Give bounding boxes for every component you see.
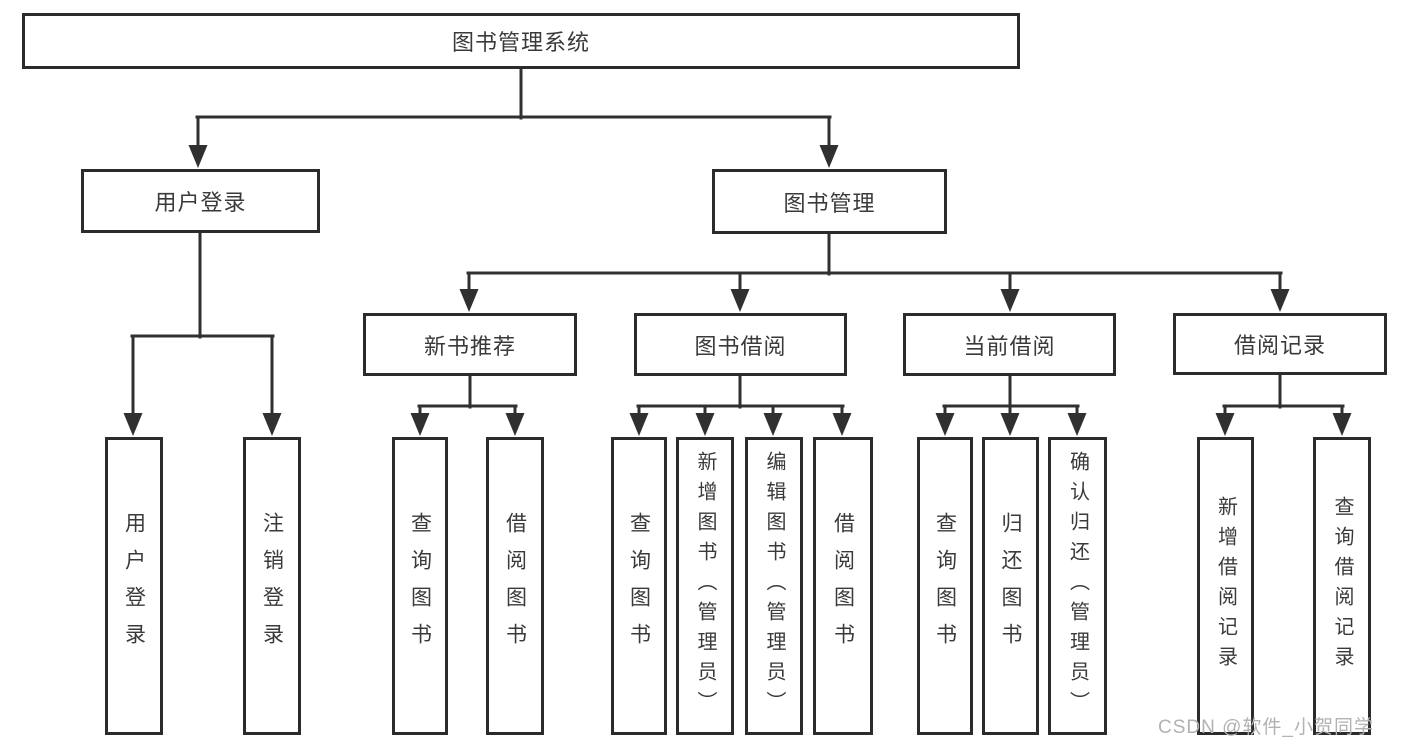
edge-arrowhead <box>459 289 479 312</box>
node-leaf-add-record: 新增借阅记录 <box>1197 437 1254 735</box>
node-current-borrow: 当前借阅 <box>903 313 1116 376</box>
node-new-book-rec: 新书推荐 <box>363 313 577 376</box>
edge-arrowhead <box>695 413 715 436</box>
node-label: 当前借阅 <box>963 333 1056 359</box>
node-label: 查询图书 <box>627 512 651 660</box>
node-label: 借阅图书 <box>831 512 855 660</box>
node-label: 用户登录 <box>122 512 146 660</box>
edge-arrowhead <box>730 289 750 312</box>
node-label: 查询图书 <box>933 512 957 660</box>
node-label: 借阅记录 <box>1233 333 1326 358</box>
edge-arrowhead <box>410 413 430 436</box>
node-leaf-borrow-book: 借阅图书 <box>813 437 873 735</box>
node-label: 注销登录 <box>260 512 284 660</box>
node-leaf-query-book-borrow: 查询图书 <box>611 437 667 735</box>
edge-arrowhead <box>1332 413 1352 436</box>
node-label: 编辑图书（管理员） <box>763 451 785 721</box>
node-book-borrow: 图书借阅 <box>634 313 847 376</box>
node-label: 借阅图书 <box>503 512 527 660</box>
edge-arrowhead <box>763 413 783 436</box>
node-leaf-add-book: 新增图书（管理员） <box>676 437 734 735</box>
node-label: 用户登录 <box>154 190 247 215</box>
node-leaf-query-book-rec: 查询图书 <box>392 437 448 735</box>
node-leaf-user-login: 用户登录 <box>105 437 163 735</box>
node-root: 图书管理系统 <box>22 13 1020 69</box>
node-label: 查询图书 <box>408 512 432 660</box>
node-leaf-query-record: 查询借阅记录 <box>1313 437 1371 735</box>
node-label: 查询借阅记录 <box>1331 496 1353 676</box>
edge-arrowhead <box>832 413 852 436</box>
node-label: 图书借阅 <box>694 333 787 359</box>
node-leaf-query-book-current: 查询图书 <box>917 437 973 735</box>
node-borrow-record: 借阅记录 <box>1173 313 1387 375</box>
edge-arrowhead <box>1067 413 1087 436</box>
edge-arrowhead <box>1000 413 1020 436</box>
node-label: 图书管理系统 <box>451 30 590 55</box>
node-label: 确认归还（管理员） <box>1066 451 1089 721</box>
edge-arrowhead <box>1000 289 1020 312</box>
node-leaf-return-book: 归还图书 <box>982 437 1039 735</box>
node-label: 新增借阅记录 <box>1214 496 1237 676</box>
edge-arrowhead <box>1215 413 1235 436</box>
node-book-mgmt: 图书管理 <box>712 169 947 234</box>
edge-arrowhead <box>123 413 143 436</box>
node-leaf-confirm-return: 确认归还（管理员） <box>1048 437 1107 735</box>
edge-arrowhead <box>505 413 525 436</box>
node-leaf-logout: 注销登录 <box>243 437 301 735</box>
edge-arrowhead <box>629 413 649 436</box>
watermark-text: CSDN @软件_小贺同学 <box>1158 717 1374 738</box>
node-leaf-borrow-book-rec: 借阅图书 <box>486 437 544 735</box>
edge-arrowhead <box>935 413 955 436</box>
node-label: 新增图书（管理员） <box>694 451 716 721</box>
edge-arrowhead <box>819 145 839 168</box>
edge-arrowhead <box>1270 289 1290 312</box>
node-label: 新书推荐 <box>423 333 516 359</box>
node-user-login: 用户登录 <box>81 169 320 233</box>
node-label: 图书管理 <box>783 190 876 216</box>
node-leaf-edit-book: 编辑图书（管理员） <box>745 437 803 735</box>
node-label: 归还图书 <box>999 512 1022 660</box>
edge-arrowhead <box>188 145 208 168</box>
edge-arrowhead <box>262 413 282 436</box>
